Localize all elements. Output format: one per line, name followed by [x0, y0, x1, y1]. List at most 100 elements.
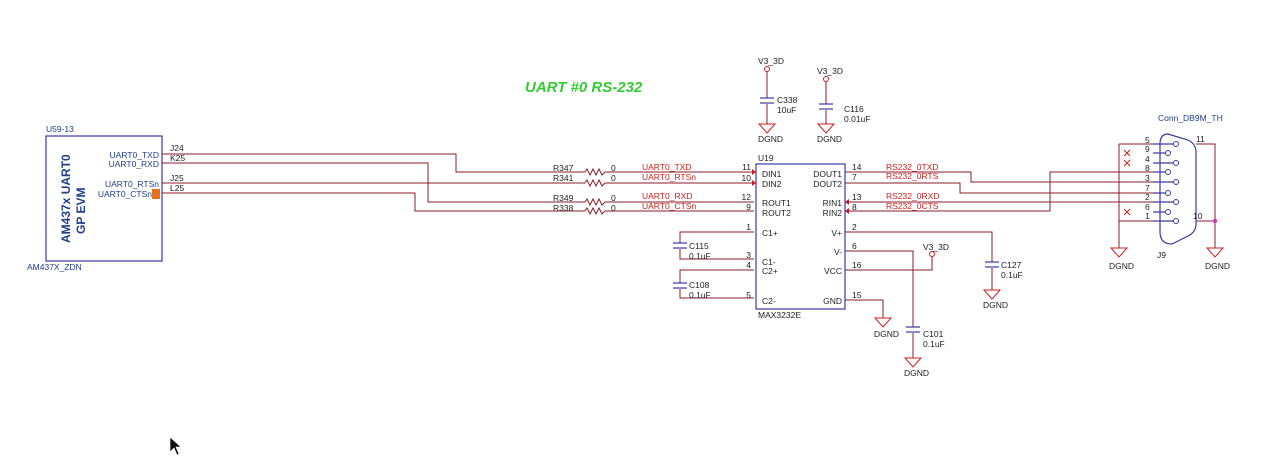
db9-name: Conn_DB9M_TH — [1158, 113, 1223, 123]
no-connect-marker — [152, 189, 160, 199]
am437x-pin-uart0-ctsn: UART0_CTSn — [98, 189, 152, 199]
decoupling-capacitors: V3_3D C338 10uF DGND V3_3D C116 0.01uF D… — [757, 56, 870, 144]
ball-j25: J25 — [170, 173, 184, 183]
vcc-rail-label: V3_3D — [923, 242, 949, 252]
no-connect-pin-4 — [1123, 159, 1131, 167]
pin-num-5: 5 — [746, 290, 751, 300]
pin-num-13: 13 — [852, 192, 862, 202]
c101-value: 0.1uF — [923, 339, 945, 349]
u19-ground-label: DGND — [874, 329, 899, 339]
c115-ref: C115 — [689, 241, 709, 251]
r347-value: 0 — [611, 163, 616, 173]
c108-value: 0.1uF — [689, 290, 711, 300]
db9-pin-5: 5 — [1145, 135, 1150, 145]
pin-c2-minus: C2- — [762, 296, 776, 306]
u19-ground-symbol — [873, 317, 893, 328]
c127-ground-label: DGND — [983, 300, 1008, 310]
pin-din2: DIN2 — [762, 179, 782, 189]
pin-num-4: 4 — [746, 260, 751, 270]
net-uart0-txd: UART0_TXD — [642, 162, 691, 172]
c101-ground-symbol — [903, 357, 923, 368]
pin-gnd: GND — [823, 296, 842, 306]
pin-rout2: ROUT2 — [762, 208, 791, 218]
r347-ref: R347 — [553, 163, 574, 173]
c338-rail-pin — [764, 66, 770, 72]
c108-ref: C108 — [689, 280, 710, 290]
c338-ref: C338 — [777, 95, 798, 105]
pin-num-3: 3 — [746, 250, 751, 260]
pin-v-plus: V+ — [831, 228, 842, 238]
vcc-rail-pin — [929, 251, 935, 257]
c116-rail-label: V3_3D — [817, 66, 843, 76]
junction-dot — [1212, 218, 1218, 224]
wire-rs232-0cts — [845, 171, 1153, 212]
c101-ref: C101 — [923, 329, 944, 339]
din1-arrow — [752, 169, 756, 175]
resistor-r341 — [584, 178, 606, 188]
wire-uart0-txd — [162, 153, 585, 173]
net-rs232-0rxd: RS232_0RXD — [886, 191, 939, 201]
db9-pin-2: 2 — [1145, 192, 1150, 202]
db9-pin-1: 1 — [1145, 211, 1150, 221]
db9-ground-label-right: DGND — [1205, 261, 1230, 271]
am437x-part-label: AM437X_ZDN — [27, 262, 82, 272]
am437x-block-outline — [45, 135, 163, 262]
pin-num-1: 1 — [746, 222, 751, 232]
signal-wires — [162, 153, 754, 212]
no-connect-pin-9 — [1123, 149, 1131, 157]
am437x-pin-uart0-txd: UART0_TXD — [110, 150, 159, 160]
r338-value: 0 — [611, 203, 616, 213]
c116-ground-label: DGND — [817, 134, 842, 144]
c101-ground-label: DGND — [904, 368, 929, 378]
db9-shell-pin-11: 11 — [1196, 134, 1205, 144]
u19-outline — [755, 163, 846, 310]
db9-pin-8: 8 — [1145, 163, 1150, 173]
c116-rail-pin — [823, 76, 829, 82]
pin-c2-plus: C2+ — [762, 266, 778, 276]
pin-num-10: 10 — [742, 173, 752, 183]
c115-value: 0.1uF — [689, 251, 711, 261]
db9-ground-symbol-right — [1205, 247, 1225, 258]
c127-value: 0.1uF — [1001, 270, 1023, 280]
resistor-r338 — [584, 206, 606, 216]
ball-j24: J24 — [170, 143, 184, 153]
net-uart0-rxd: UART0_RXD — [642, 191, 692, 201]
r341-value: 0 — [611, 173, 616, 183]
schematic-title: UART #0 RS-232 — [525, 79, 643, 96]
pin-num-12: 12 — [742, 192, 752, 202]
pin-num-6: 6 — [852, 241, 857, 251]
wire-rs232-0rts — [845, 182, 1153, 194]
am437x-pin-uart0-rxd: UART0_RXD — [109, 159, 159, 169]
u19-power-network: C127 0.1uF DGND C101 0.1uF DGND V3_3D DG… — [845, 231, 1023, 378]
pin-v-minus: V- — [834, 247, 842, 257]
pin-rin1: RIN1 — [823, 198, 843, 208]
pin-num-11: 11 — [742, 162, 751, 172]
r341-ref: R341 — [553, 173, 574, 183]
pin-rout1: ROUT1 — [762, 198, 791, 208]
r338-ref: R338 — [553, 203, 574, 213]
db9-connector: Conn_DB9M_TH 5 9 4 8 3 7 2 6 1 11 10 DGN… — [1109, 113, 1230, 271]
din2-arrow — [752, 180, 756, 186]
db9-ref: J9 — [1157, 250, 1166, 260]
r349-value: 0 — [611, 193, 616, 203]
pin-c1-minus: C1- — [762, 257, 776, 267]
db9-shell-pin-10: 10 — [1193, 211, 1203, 221]
wire-uart0-ctsn — [162, 192, 585, 212]
am437x-connector-block: U59-13 AM437X_ZDN AM437x UART0 GP EVM UA… — [27, 124, 185, 272]
c338-rail-label: V3_3D — [758, 56, 784, 66]
pin-rin2: RIN2 — [823, 208, 843, 218]
db9-pin-7: 7 — [1145, 183, 1150, 193]
c338-ground-symbol — [757, 123, 777, 134]
resistor-r347 — [584, 167, 606, 177]
db9-pin-3: 3 — [1145, 173, 1150, 183]
db9-shell-outline — [1159, 133, 1197, 245]
c127-ground-symbol — [982, 289, 1002, 300]
c116-ground-symbol — [816, 123, 836, 134]
net-rs232-0rts: RS232_0RTS — [886, 171, 939, 181]
pin-dout2: DOUT2 — [813, 179, 842, 189]
c116-ref: C116 — [844, 104, 864, 114]
pin-vcc: VCC — [824, 266, 842, 276]
db9-ground-symbol-left — [1109, 247, 1129, 258]
am437x-pin-uart0-rtsn: UART0_RTSn — [105, 179, 159, 189]
